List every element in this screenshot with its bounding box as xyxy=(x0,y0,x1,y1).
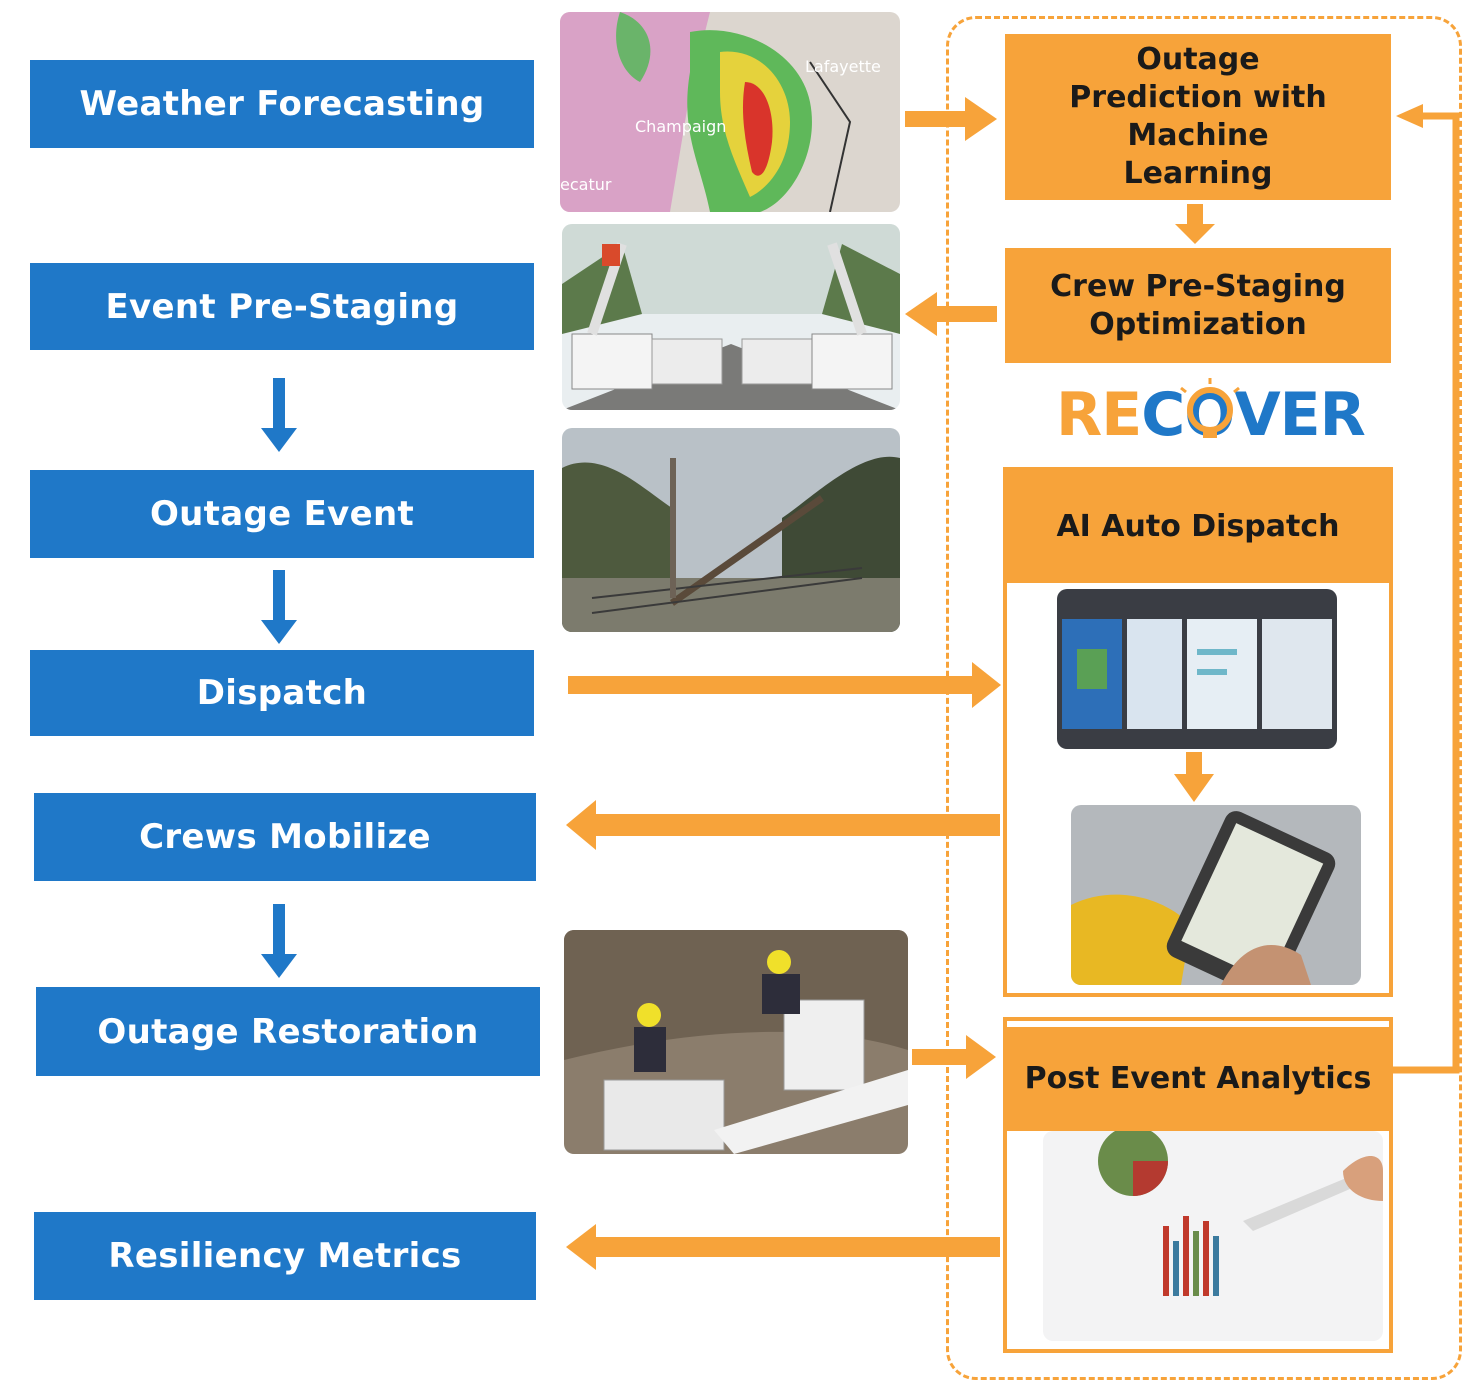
outage-event-box: Outage Event xyxy=(30,470,534,558)
ai-auto-dispatch-label: AI Auto Dispatch xyxy=(1056,509,1340,544)
outage-prediction-box: Outage Prediction with Machine Learning xyxy=(1005,34,1391,200)
post-event-analytics-label: Post Event Analytics xyxy=(1024,1061,1372,1096)
dispatch-label: Dispatch xyxy=(196,673,368,713)
crew-pre-staging-label: Crew Pre-Staging Optimization xyxy=(1050,268,1346,342)
arrow-left-icon xyxy=(566,1224,1000,1270)
crews-mobilize-box: Crews Mobilize xyxy=(34,793,536,881)
utility-trucks-image xyxy=(562,224,900,410)
post-event-analytics-panel: Post Event Analytics xyxy=(1003,1017,1393,1353)
event-pre-staging-box: Event Pre-Staging xyxy=(30,263,534,350)
arrow-down-icon xyxy=(261,904,297,978)
map-label-champaign: Champaign xyxy=(635,117,726,136)
arrow-right-icon xyxy=(568,662,1001,708)
tablet-in-hand-image xyxy=(1071,805,1361,985)
logo-text-re: RE xyxy=(1056,380,1142,450)
logo-text-c: C xyxy=(1141,380,1185,450)
outage-restoration-label: Outage Restoration xyxy=(97,1011,479,1052)
analytics-charts-image xyxy=(1043,1131,1383,1341)
outage-event-label: Outage Event xyxy=(149,494,415,534)
arrow-left-icon xyxy=(905,292,997,336)
outage-restoration-box: Outage Restoration xyxy=(36,987,540,1076)
feedback-loop-arrow xyxy=(1393,104,1460,1074)
recover-system-frame xyxy=(946,16,1462,1380)
resiliency-metrics-box: Resiliency Metrics xyxy=(34,1212,536,1300)
recover-logo: RE C O VER xyxy=(1056,380,1366,450)
ai-auto-dispatch-panel: AI Auto Dispatch xyxy=(1003,467,1393,997)
arrow-right-icon xyxy=(912,1035,996,1079)
arrow-down-icon xyxy=(261,378,297,452)
crew-pre-staging-box: Crew Pre-Staging Optimization xyxy=(1005,248,1391,363)
control-room-monitors-image xyxy=(1057,589,1337,749)
map-label-lafayette: Lafayette xyxy=(805,57,881,76)
weather-forecasting-box: Weather Forecasting xyxy=(30,60,534,148)
post-event-analytics-header: Post Event Analytics xyxy=(1007,1027,1389,1131)
weather-forecasting-label: Weather Forecasting xyxy=(79,84,485,124)
logo-text-ver: VER xyxy=(1234,380,1366,450)
arrow-left-icon xyxy=(566,800,1000,850)
arrow-down-icon xyxy=(1175,204,1215,244)
downed-power-lines-image xyxy=(562,428,900,632)
arrow-down-icon xyxy=(261,570,297,644)
arrow-right-icon xyxy=(905,97,997,141)
resiliency-metrics-label: Resiliency Metrics xyxy=(108,1236,462,1276)
outage-prediction-label: Outage Prediction with Machine Learning xyxy=(1069,42,1327,191)
map-label-decatur: ecatur xyxy=(560,175,612,194)
arrow-down-icon xyxy=(1174,752,1214,802)
event-pre-staging-label: Event Pre-Staging xyxy=(105,286,459,327)
ai-auto-dispatch-header: AI Auto Dispatch xyxy=(1007,471,1389,583)
dispatch-box: Dispatch xyxy=(30,650,534,736)
linemen-bucket-truck-image xyxy=(564,930,908,1154)
crews-mobilize-label: Crews Mobilize xyxy=(139,817,431,857)
weather-radar-map-image: Champaign Lafayette ecatur xyxy=(560,12,900,212)
